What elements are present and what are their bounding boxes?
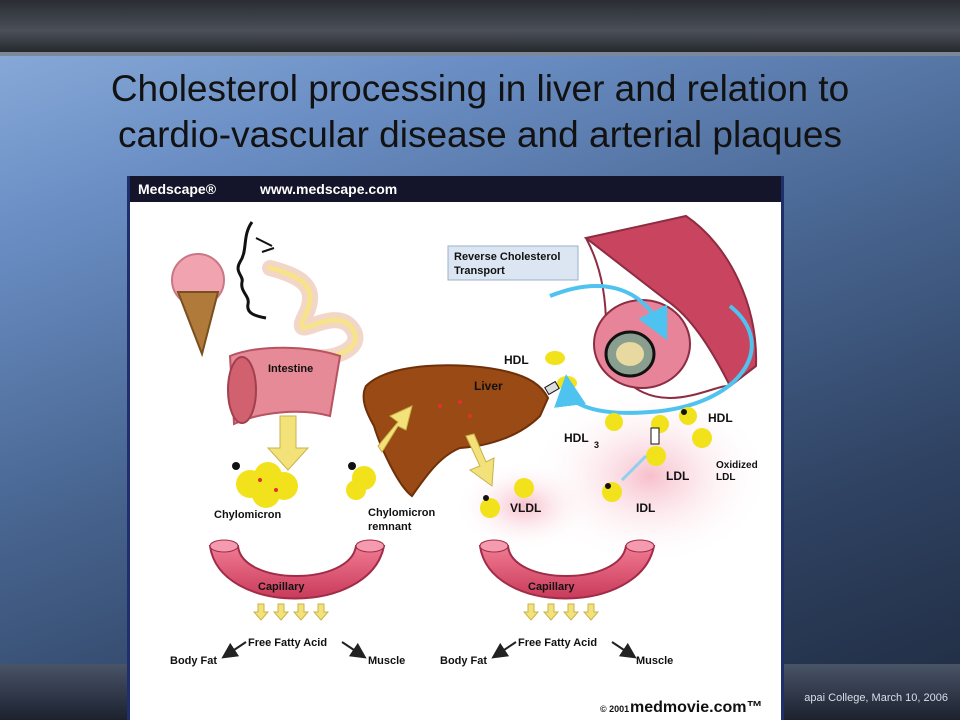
label-oxidized-2: LDL — [716, 472, 735, 483]
label-ffa-left: Free Fatty Acid — [248, 637, 327, 649]
medmovie-credit: medmovie.com™ — [630, 699, 762, 716]
label-chylomicron: Chylomicron — [214, 509, 282, 521]
medscape-url: www.medscape.com — [260, 181, 398, 197]
label-idl: IDL — [636, 501, 655, 515]
diagram-canvas: Intestine Chylomicron Chylomicron remnan… — [170, 214, 770, 716]
slide-title: Cholesterol processing in liver and rela… — [20, 66, 940, 158]
label-hdl-top: HDL — [504, 353, 529, 367]
medscape-logo: Medscape® — [138, 181, 217, 197]
label-ffa-right: Free Fatty Acid — [518, 637, 597, 649]
arrows-ffa-left — [252, 603, 330, 621]
arrows-ffa-right — [522, 603, 600, 621]
arrow-liver-to-vldl — [465, 433, 495, 487]
label-remnant-2: remnant — [368, 521, 412, 533]
arrow-idl-to-ldl — [620, 454, 648, 482]
label-muscle-left: Muscle — [368, 655, 405, 667]
label-ldl: LDL — [666, 469, 689, 483]
arrow-to-muscle-right — [611, 641, 637, 659]
slide-title-line1: Cholesterol processing in liver and rela… — [110, 68, 850, 109]
face-eye — [255, 237, 275, 253]
label-body-fat-right: Body Fat — [440, 655, 487, 667]
intestine — [227, 346, 342, 426]
label-capillary-left: Capillary — [258, 581, 305, 593]
label-reverse-transport-2: Transport — [454, 265, 505, 277]
label-reverse-transport-1: Reverse Cholesterol — [454, 251, 560, 263]
label-liver: Liver — [474, 379, 503, 393]
slide-top-bar — [0, 0, 960, 56]
label-oxidized-1: Oxidized — [716, 460, 758, 471]
slide-title-line2: cardio-vascular disease and arterial pla… — [118, 114, 842, 155]
arrow-to-bodyfat-left — [221, 641, 247, 659]
vldl-particle — [480, 478, 534, 518]
arrow-to-muscle-left — [341, 641, 367, 659]
idl-particle — [602, 482, 622, 502]
label-vldl: VLDL — [510, 501, 541, 515]
arrow-intestine-down — [266, 415, 310, 471]
figure-header: Medscape® www.medscape.com — [130, 176, 781, 202]
label-capillary-right: Capillary — [528, 581, 575, 593]
face-profile — [236, 221, 267, 320]
label-intestine: Intestine — [268, 363, 313, 375]
arrow-to-bodyfat-right — [491, 641, 517, 659]
arrow-transport-2 — [554, 304, 754, 415]
slide-top-bar-divider — [0, 52, 960, 56]
chylomicron-particle — [232, 462, 298, 508]
label-muscle-right: Muscle — [636, 655, 673, 667]
ice-cream-icon — [171, 253, 225, 358]
arrow-transport-1 — [549, 284, 668, 341]
esophagus — [262, 260, 364, 366]
ldl-particle — [646, 427, 712, 466]
label-copyright: © 2001 — [600, 704, 629, 714]
slide-footer: apai College, March 10, 2006 — [804, 692, 948, 704]
label-hdl3: HDL — [564, 431, 589, 445]
hdl-particle-right — [605, 407, 697, 433]
label-remnant-1: Chylomicron — [368, 507, 436, 519]
label-hdl-right: HDL — [708, 411, 733, 425]
glow-idl — [530, 386, 770, 566]
chylomicron-remnant-particle — [346, 462, 376, 500]
reverse-transport-box — [447, 245, 579, 281]
arrow-remnant-to-liver — [377, 405, 413, 453]
label-hdl3-sub: 3 — [594, 440, 599, 450]
hdl-particle-liver — [544, 351, 577, 396]
label-body-fat-left: Body Fat — [170, 655, 217, 667]
cholesterol-diagram: Medscape® www.medscape.com — [127, 176, 784, 720]
